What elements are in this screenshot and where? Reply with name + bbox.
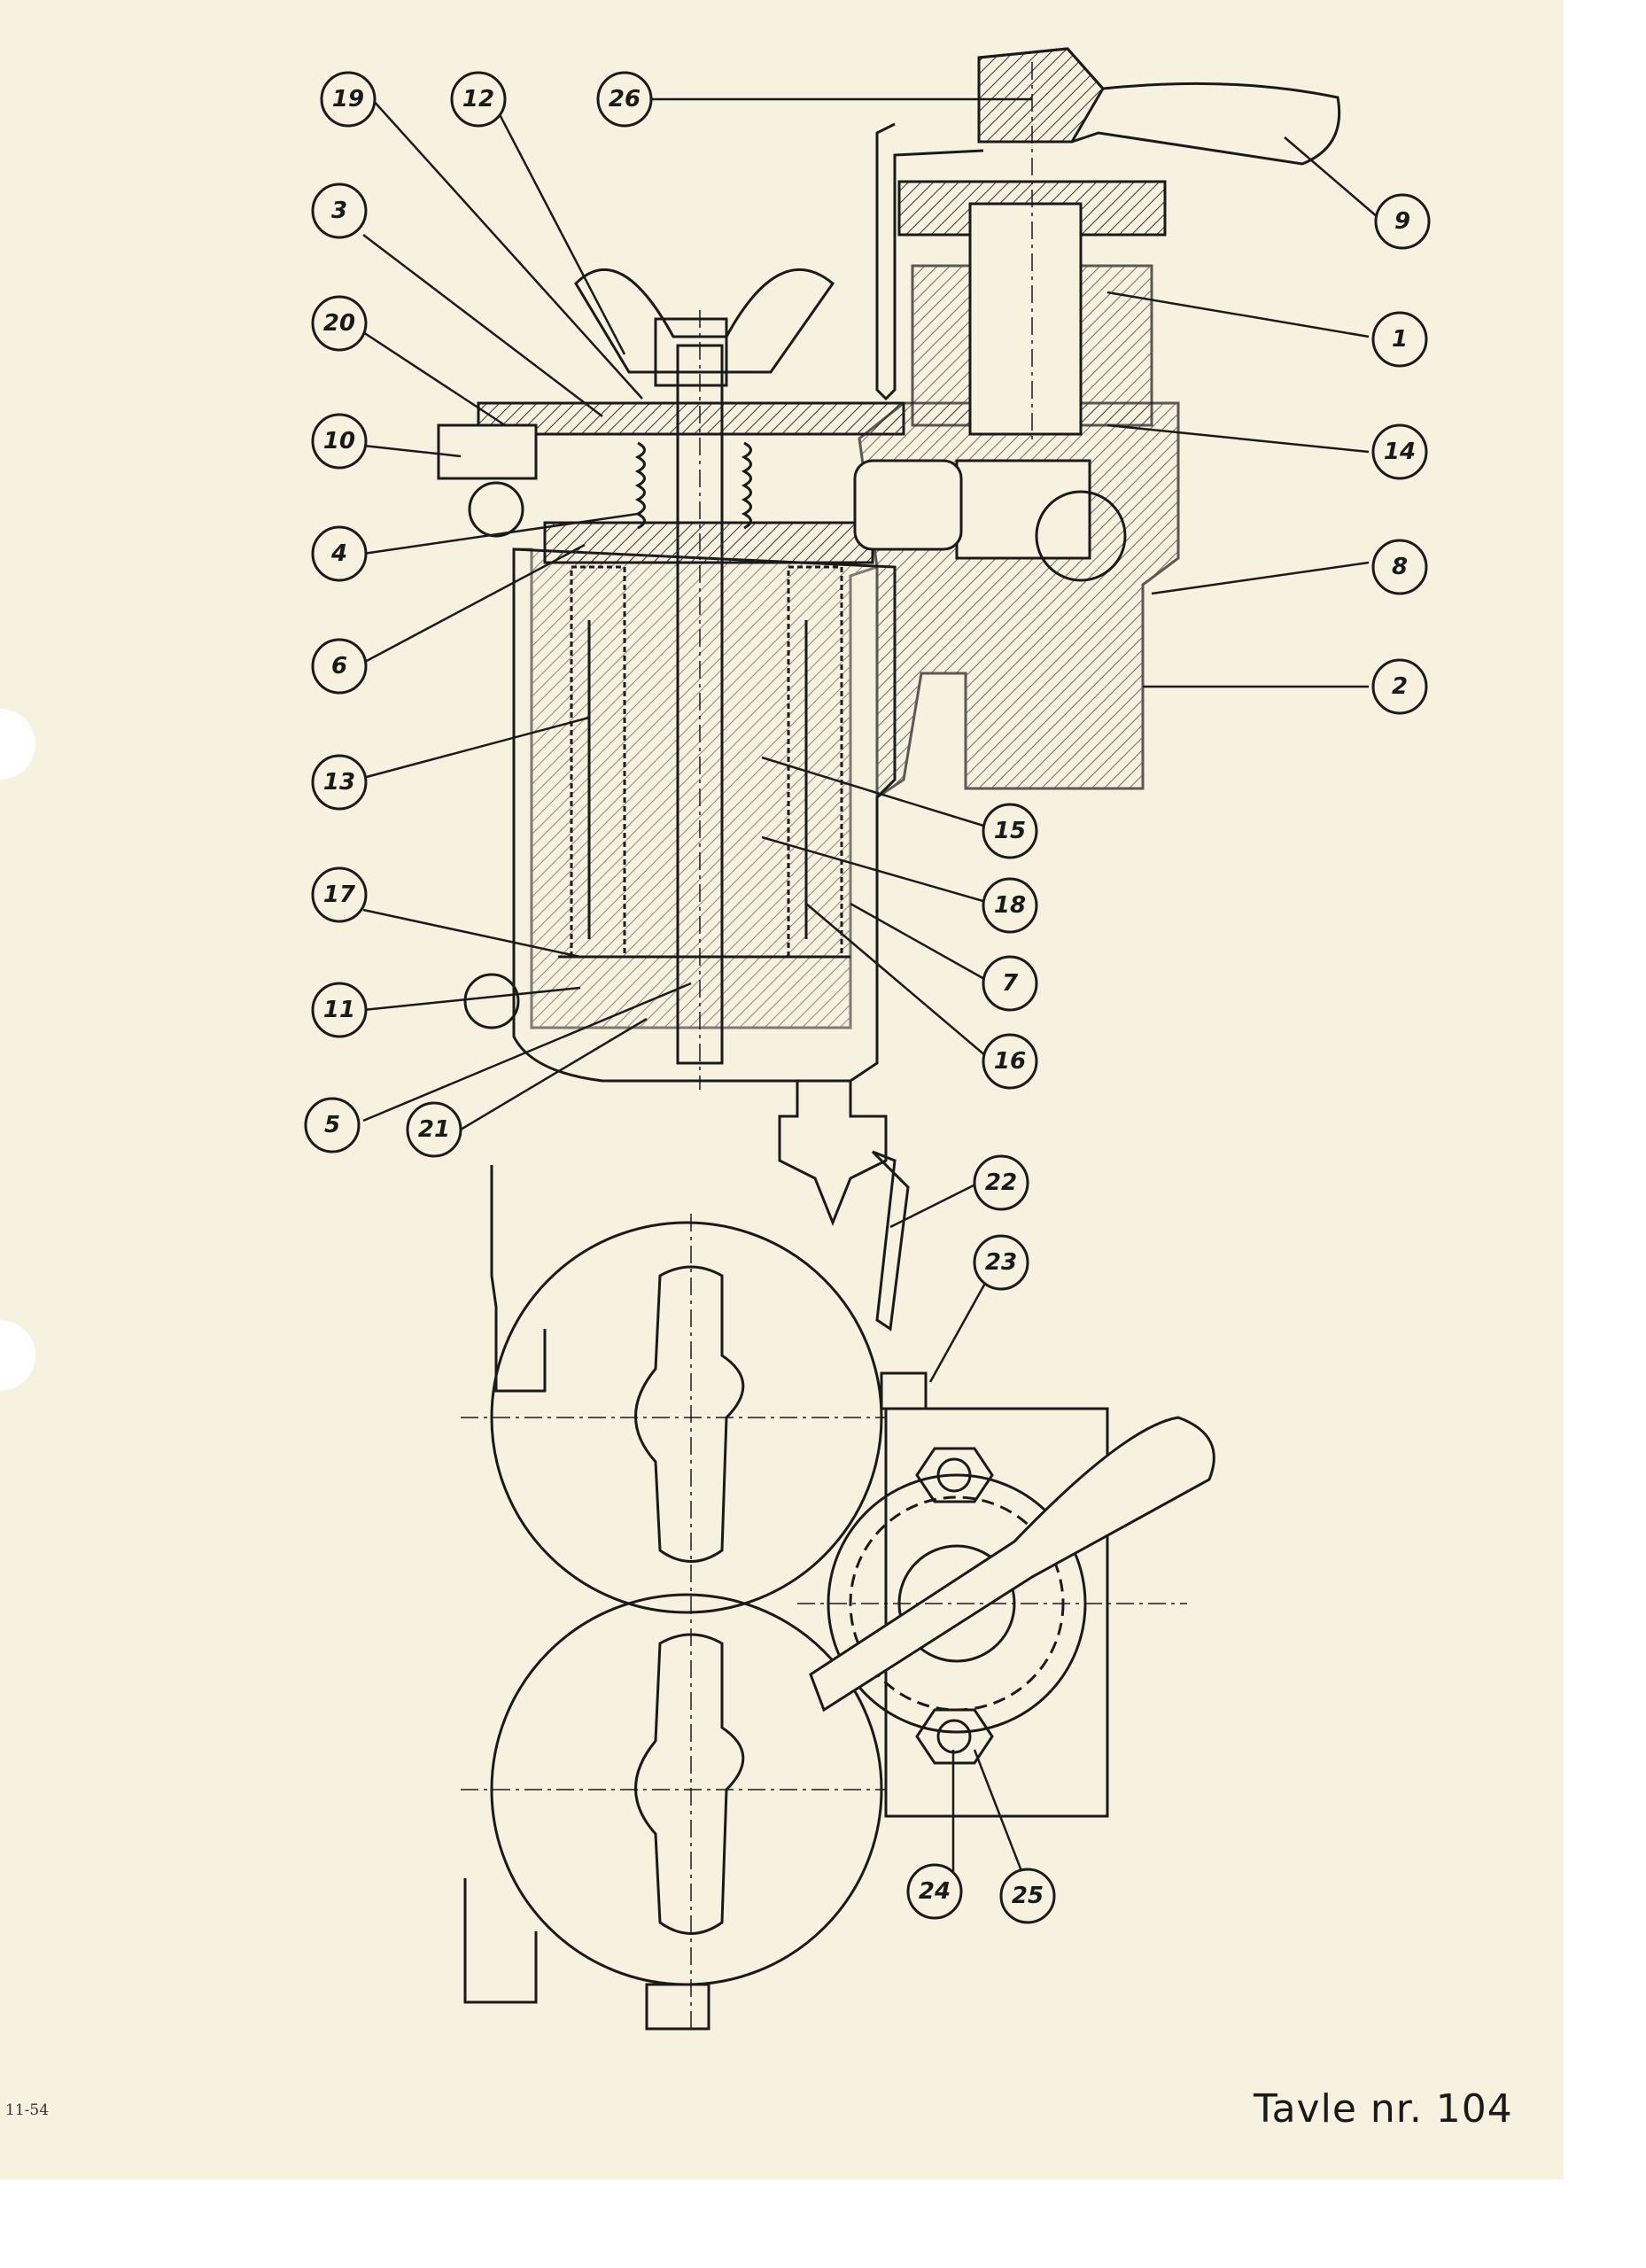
callout-text-3: 3 <box>331 198 347 224</box>
callout-6 <box>311 638 368 695</box>
callout-text-13: 13 <box>323 769 355 796</box>
callout-23 <box>973 1234 1029 1291</box>
callout-21 <box>406 1101 462 1158</box>
callout-text-24: 24 <box>919 1878 951 1905</box>
plate-label: Tavle nr. 104 <box>1254 2086 1513 2132</box>
callout-text-19: 19 <box>332 86 364 113</box>
callout-text-17: 17 <box>323 882 356 908</box>
callout-text-15: 15 <box>994 818 1026 844</box>
callout-numbers: 19 12 26 3 20 10 4 6 13 17 11 5 21 9 1 1… <box>323 86 1416 1909</box>
callout-7 <box>982 955 1038 1012</box>
callout-text-9: 9 <box>1394 208 1410 235</box>
callout-text-25: 25 <box>1012 1883 1044 1909</box>
callout-10 <box>311 413 368 470</box>
callout-14 <box>1371 423 1428 480</box>
callout-19 <box>320 71 377 128</box>
callout-text-23: 23 <box>985 1249 1017 1276</box>
callout-11 <box>311 982 368 1038</box>
callout-4 <box>311 525 368 582</box>
callout-5 <box>304 1097 361 1153</box>
callout-text-7: 7 <box>1002 970 1019 997</box>
callout-25 <box>999 1868 1056 1924</box>
callout-text-20: 20 <box>323 310 355 337</box>
callout-text-2: 2 <box>1392 673 1408 700</box>
callout-8 <box>1371 539 1428 595</box>
callout-17 <box>311 866 368 923</box>
callout-24 <box>906 1863 963 1920</box>
callout-text-12: 12 <box>462 86 494 113</box>
callout-text-4: 4 <box>330 540 347 567</box>
section-view <box>437 47 1341 1332</box>
callout-16 <box>982 1033 1038 1090</box>
callout-text-14: 14 <box>1384 439 1416 465</box>
callout-text-22: 22 <box>985 1169 1017 1196</box>
callout-26 <box>596 71 653 128</box>
callout-bubbles <box>304 71 1431 1924</box>
callout-text-6: 6 <box>331 653 347 680</box>
callout-text-10: 10 <box>323 428 355 454</box>
callout-20 <box>311 295 368 352</box>
drawing-sheet <box>0 0 1564 2179</box>
callout-text-11: 11 <box>323 997 355 1023</box>
callout-leader-lines <box>362 97 1378 1888</box>
plan-view <box>461 1165 1215 2031</box>
callout-18 <box>982 877 1038 934</box>
callout-text-26: 26 <box>609 86 641 113</box>
sheet-margin <box>1564 0 1646 2268</box>
callout-text-18: 18 <box>994 892 1026 919</box>
callout-text-8: 8 <box>1392 554 1408 580</box>
print-code: 11-54 <box>5 2101 50 2119</box>
callout-text-5: 5 <box>324 1112 340 1138</box>
sheet-margin-bottom <box>0 2179 1646 2268</box>
callout-15 <box>982 803 1038 859</box>
callout-3 <box>311 183 368 239</box>
callout-13 <box>311 754 368 811</box>
callout-1 <box>1371 311 1428 368</box>
callout-9 <box>1374 193 1431 250</box>
callout-12 <box>450 71 507 128</box>
callout-text-21: 21 <box>418 1116 450 1143</box>
callout-22 <box>973 1154 1029 1211</box>
callout-text-16: 16 <box>994 1048 1026 1075</box>
callout-text-1: 1 <box>1392 326 1408 353</box>
callout-2 <box>1371 658 1428 715</box>
